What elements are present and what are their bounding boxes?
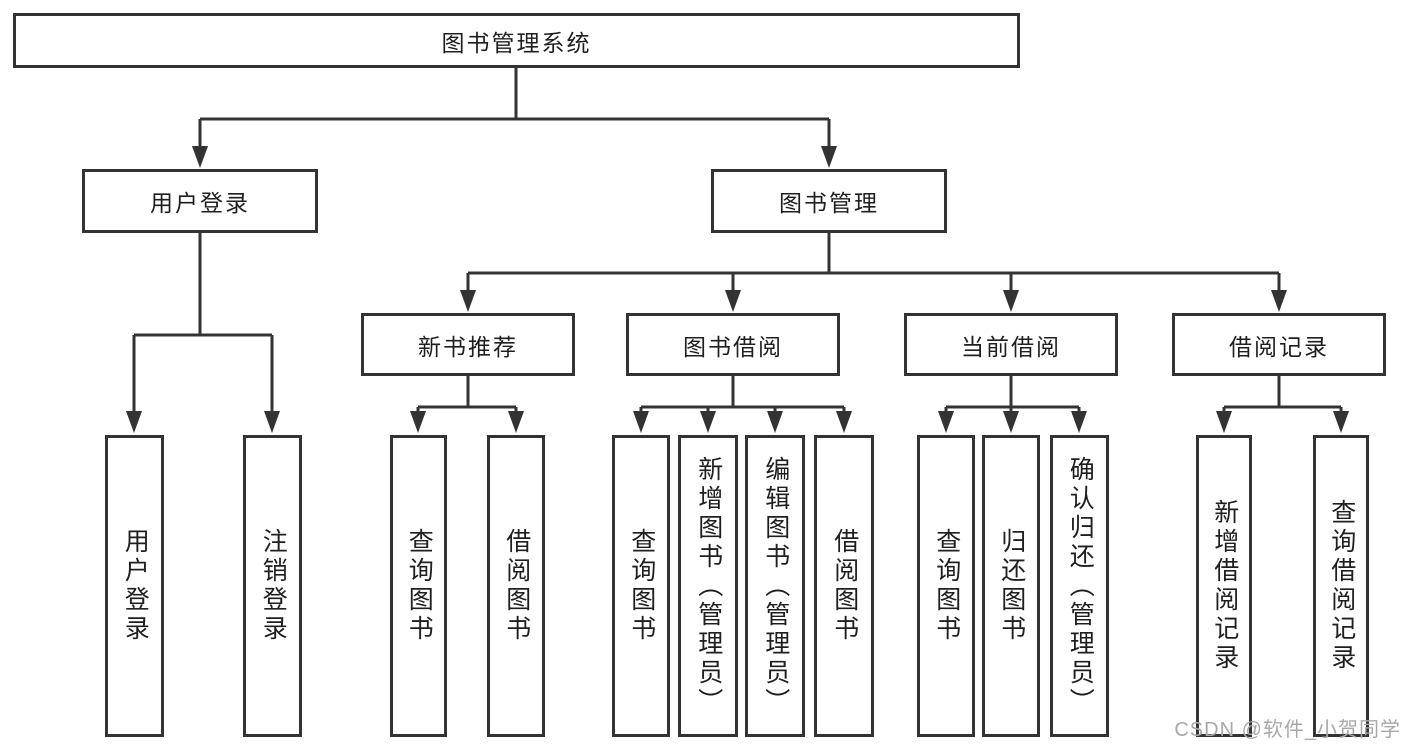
node-query-books-current: 查询图书 bbox=[917, 435, 975, 737]
rail-root-to-level2 bbox=[192, 68, 837, 168]
rail-user-login-to-leaves bbox=[126, 233, 280, 433]
node-edit-books-admin: 编辑图书（管理员） bbox=[745, 435, 805, 737]
rail-book-management-to-level3 bbox=[460, 233, 1287, 312]
node-user-login: 用户登录 bbox=[82, 169, 318, 233]
node-user-login-action: 用户登录 bbox=[105, 435, 164, 737]
node-query-books-borrowing: 查询图书 bbox=[612, 435, 670, 737]
node-borrow-books-recommend: 借阅图书 bbox=[487, 435, 545, 737]
node-query-books-recommend: 查询图书 bbox=[390, 435, 447, 737]
csdn-watermark: CSDN @软件_小贺同学 bbox=[1174, 719, 1401, 741]
node-confirm-return-admin: 确认归还（管理员） bbox=[1050, 435, 1109, 737]
node-add-borrow-record: 新增借阅记录 bbox=[1196, 435, 1252, 737]
rail-current-borrowing-to-leaves bbox=[938, 376, 1087, 433]
rail-new-book-recommendation-to-leaves bbox=[410, 376, 524, 433]
node-borrowing-records: 借阅记录 bbox=[1172, 313, 1386, 376]
node-current-borrowing: 当前借阅 bbox=[904, 313, 1118, 376]
node-library-management-system: 图书管理系统 bbox=[13, 13, 1020, 68]
node-book-management: 图书管理 bbox=[711, 169, 947, 233]
node-new-book-recommendation: 新书推荐 bbox=[361, 313, 575, 376]
rail-borrowing-records-to-leaves bbox=[1216, 376, 1349, 433]
node-add-books-admin: 新增图书（管理员） bbox=[678, 435, 738, 737]
node-book-borrowing: 图书借阅 bbox=[626, 313, 840, 376]
node-query-borrow-record: 查询借阅记录 bbox=[1313, 435, 1369, 737]
node-return-books: 归还图书 bbox=[982, 435, 1040, 737]
rail-book-borrowing-to-leaves bbox=[633, 376, 852, 433]
node-logout-action: 注销登录 bbox=[243, 435, 302, 737]
node-borrow-books-borrowing: 借阅图书 bbox=[814, 435, 874, 737]
